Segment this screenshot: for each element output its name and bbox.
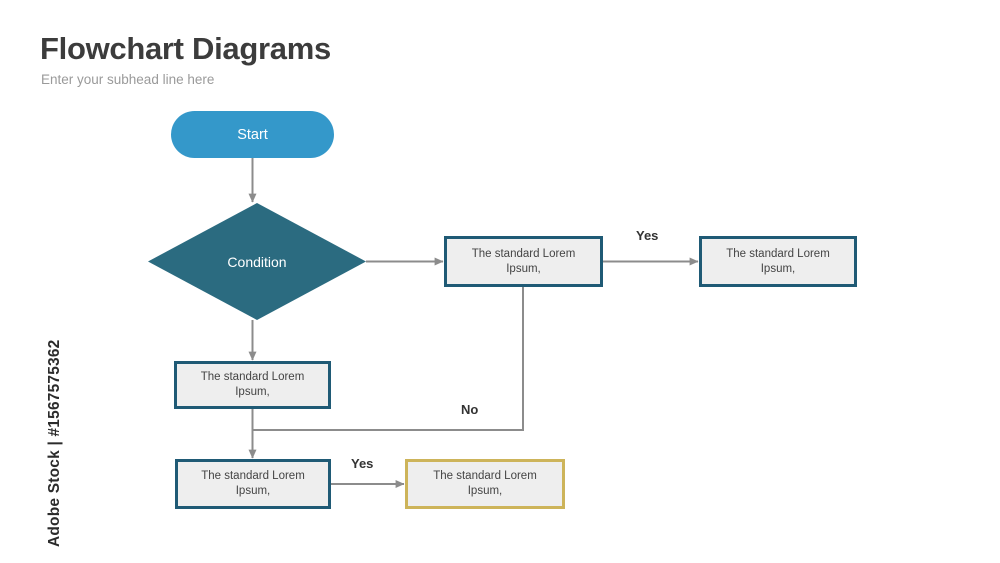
node-process-4[interactable]: The standard Lorem Ipsum, — [175, 459, 331, 509]
node-process-3[interactable]: The standard Lorem Ipsum, — [174, 361, 331, 409]
node-start-label: Start — [237, 126, 268, 143]
node-process-1[interactable]: The standard Lorem Ipsum, — [444, 236, 603, 287]
edge-label-no: No — [461, 402, 479, 417]
node-condition[interactable]: Condition — [148, 203, 366, 320]
page-subtitle: Enter your subhead line here — [41, 72, 215, 87]
node-process-3-label: The standard Lorem Ipsum, — [200, 371, 305, 398]
node-start[interactable]: Start — [171, 111, 334, 158]
node-process-2[interactable]: The standard Lorem Ipsum, — [699, 236, 857, 287]
page-title: Flowchart Diagrams — [40, 31, 331, 66]
node-condition-label: Condition — [227, 253, 287, 270]
edge-label-yes-top: Yes — [636, 228, 659, 243]
node-process-4-label: The standard Lorem Ipsum, — [201, 470, 305, 497]
edge-process1-to-process4-no — [253, 287, 524, 431]
stock-watermark: Adobe Stock | #1567575362 — [46, 339, 63, 547]
diamond-shape-icon — [148, 203, 366, 320]
node-process-2-label: The standard Lorem Ipsum, — [726, 247, 830, 275]
node-process-5-label: The standard Lorem Ipsum, — [433, 470, 537, 497]
edge-label-yes-bottom: Yes — [351, 456, 374, 471]
node-process-1-label: The standard Lorem Ipsum, — [471, 247, 576, 275]
node-process-5[interactable]: The standard Lorem Ipsum, — [405, 459, 565, 509]
